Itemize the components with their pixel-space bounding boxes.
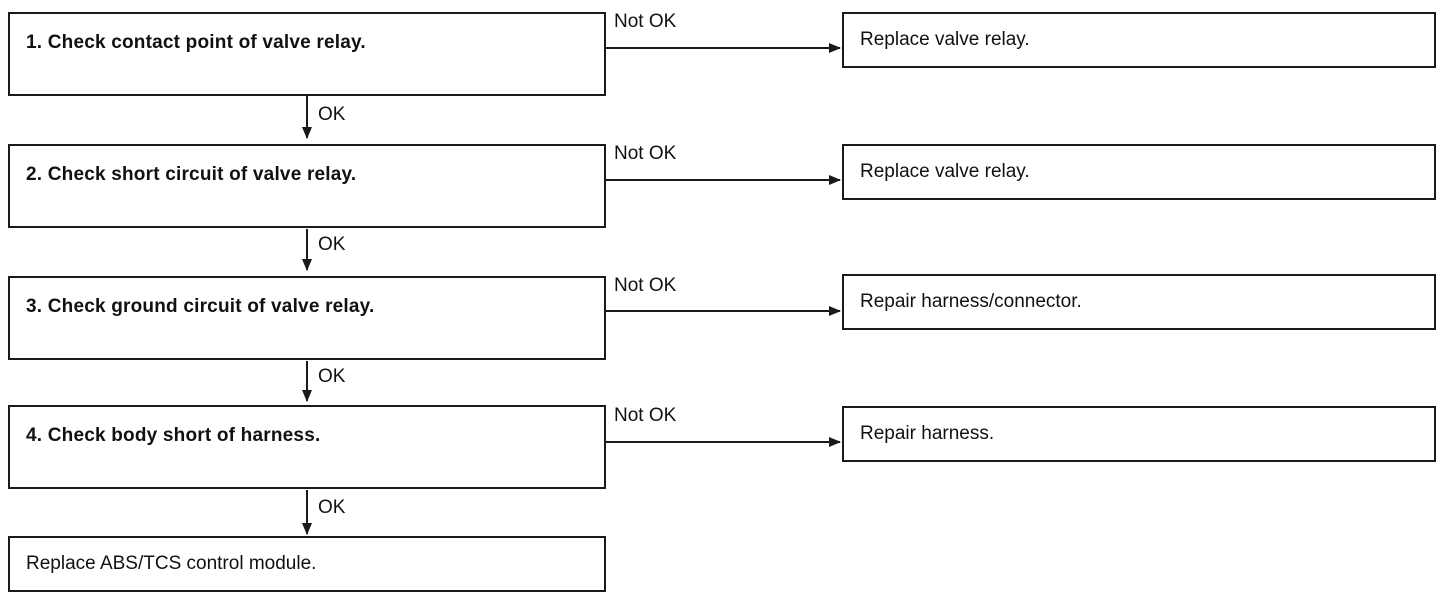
not-ok-label-4: Not OK	[614, 405, 677, 426]
action-box-1: Replace valve relay.	[842, 12, 1436, 68]
action-label-4: Repair harness.	[860, 423, 995, 444]
step-box-3: 3. Check ground circuit of valve relay.	[8, 276, 606, 360]
not-ok-label-3: Not OK	[614, 275, 677, 296]
step-box-4: 4. Check body short of harness.	[8, 405, 606, 489]
step-label-2: 2. Check short circuit of valve relay.	[26, 164, 357, 185]
action-box-3: Repair harness/connector.	[842, 274, 1436, 330]
step-label-1: 1. Check contact point of valve relay.	[26, 32, 366, 53]
final-box: Replace ABS/TCS control module.	[8, 536, 606, 592]
step-box-1: 1. Check contact point of valve relay.	[8, 12, 606, 96]
action-box-2: Replace valve relay.	[842, 144, 1436, 200]
not-ok-label-2: Not OK	[614, 143, 677, 164]
final-label: Replace ABS/TCS control module.	[26, 553, 317, 574]
step-label-4: 4. Check body short of harness.	[26, 425, 321, 446]
action-label-1: Replace valve relay.	[860, 29, 1030, 50]
ok-label-2: OK	[318, 234, 346, 255]
action-label-3: Repair harness/connector.	[860, 291, 1082, 312]
ok-label-3: OK	[318, 366, 346, 387]
action-label-2: Replace valve relay.	[860, 161, 1030, 182]
not-ok-label-1: Not OK	[614, 11, 677, 32]
ok-label-4: OK	[318, 497, 346, 518]
step-box-2: 2. Check short circuit of valve relay.	[8, 144, 606, 228]
step-label-3: 3. Check ground circuit of valve relay.	[26, 296, 375, 317]
ok-label-1: OK	[318, 104, 346, 125]
action-box-4: Repair harness.	[842, 406, 1436, 462]
